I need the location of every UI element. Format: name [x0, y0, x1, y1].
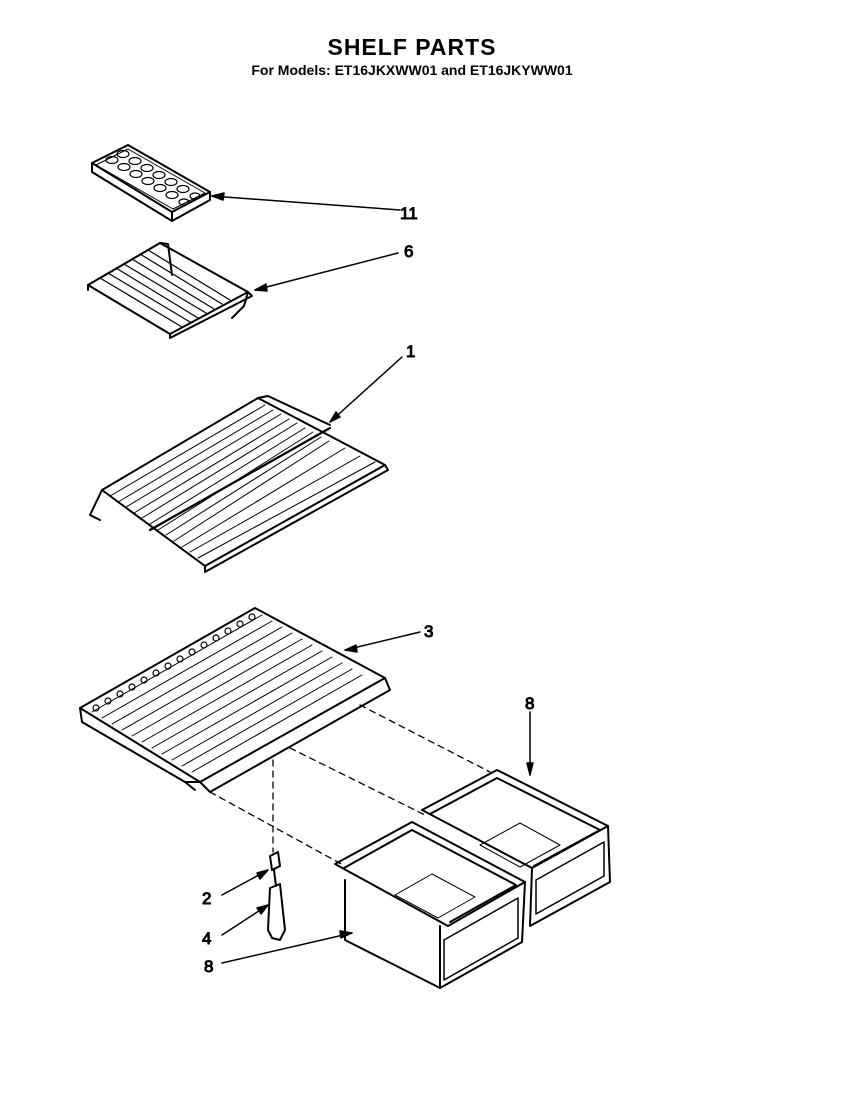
crisper-cover-shelf-illustration: [79, 607, 391, 793]
crisper-pan-right-illustration: [421, 769, 611, 927]
ice-cube-tray-illustration: [91, 144, 211, 222]
crisper-pan-left-illustration: [334, 821, 526, 989]
callout-3: 3: [424, 622, 433, 641]
page-subtitle: For Models: ET16JKXWW01 and ET16JKYWW01: [251, 62, 573, 78]
callout-8-left: 8: [204, 957, 213, 976]
callout-2: 2: [202, 889, 211, 908]
shelf-support-illustration: [267, 851, 286, 941]
assembly-guide-lines: [209, 704, 491, 867]
callout-8-right: 8: [525, 694, 534, 713]
page-title: SHELF PARTS: [327, 34, 497, 60]
callout-1: 1: [406, 342, 415, 361]
callout-11: 11: [400, 204, 418, 223]
small-wire-shelf-illustration: [87, 242, 253, 339]
wire-shelf-illustration: [89, 395, 389, 573]
leader-lines: [211, 192, 534, 964]
callout-6: 6: [404, 242, 413, 261]
callout-4: 4: [202, 929, 211, 948]
